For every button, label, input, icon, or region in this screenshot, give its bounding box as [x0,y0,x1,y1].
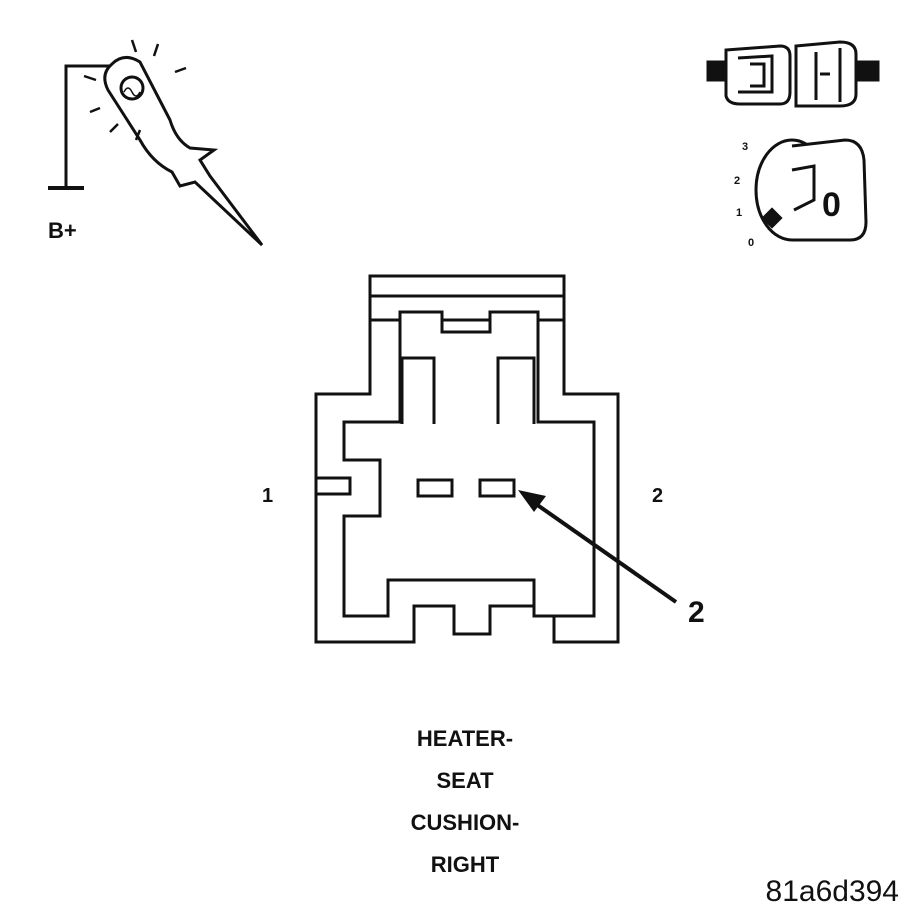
ignition-position-1: 1 [736,207,742,219]
pin-cavity-1 [416,478,454,498]
disconnected-connector-icon [706,40,880,108]
ignition-position-0: 0 [748,237,754,249]
heater-connector [314,274,620,644]
pin-1-label: 1 [262,485,273,507]
ignition-position-3: 3 [742,141,748,153]
ignition-key-label: 0 [822,186,841,224]
callout-arrow [518,490,678,604]
connector-caption: HEATER- SEAT CUSHION- RIGHT [330,718,600,886]
pin-cavity-2 [478,478,516,498]
test-light-probe-icon [48,39,264,247]
caption-line: SEAT [436,768,494,793]
caption-line: RIGHT [430,852,500,877]
callout-number: 2 [688,596,705,629]
ignition-key-icon [754,138,868,242]
caption-line: HEATER- [416,726,514,751]
figure-id: 81a6d394 [765,875,899,908]
ignition-position-2: 2 [734,175,740,187]
caption-line: CUSHION- [410,810,520,835]
b-plus-label: B+ [48,218,77,243]
pin-2-label: 2 [652,485,663,507]
